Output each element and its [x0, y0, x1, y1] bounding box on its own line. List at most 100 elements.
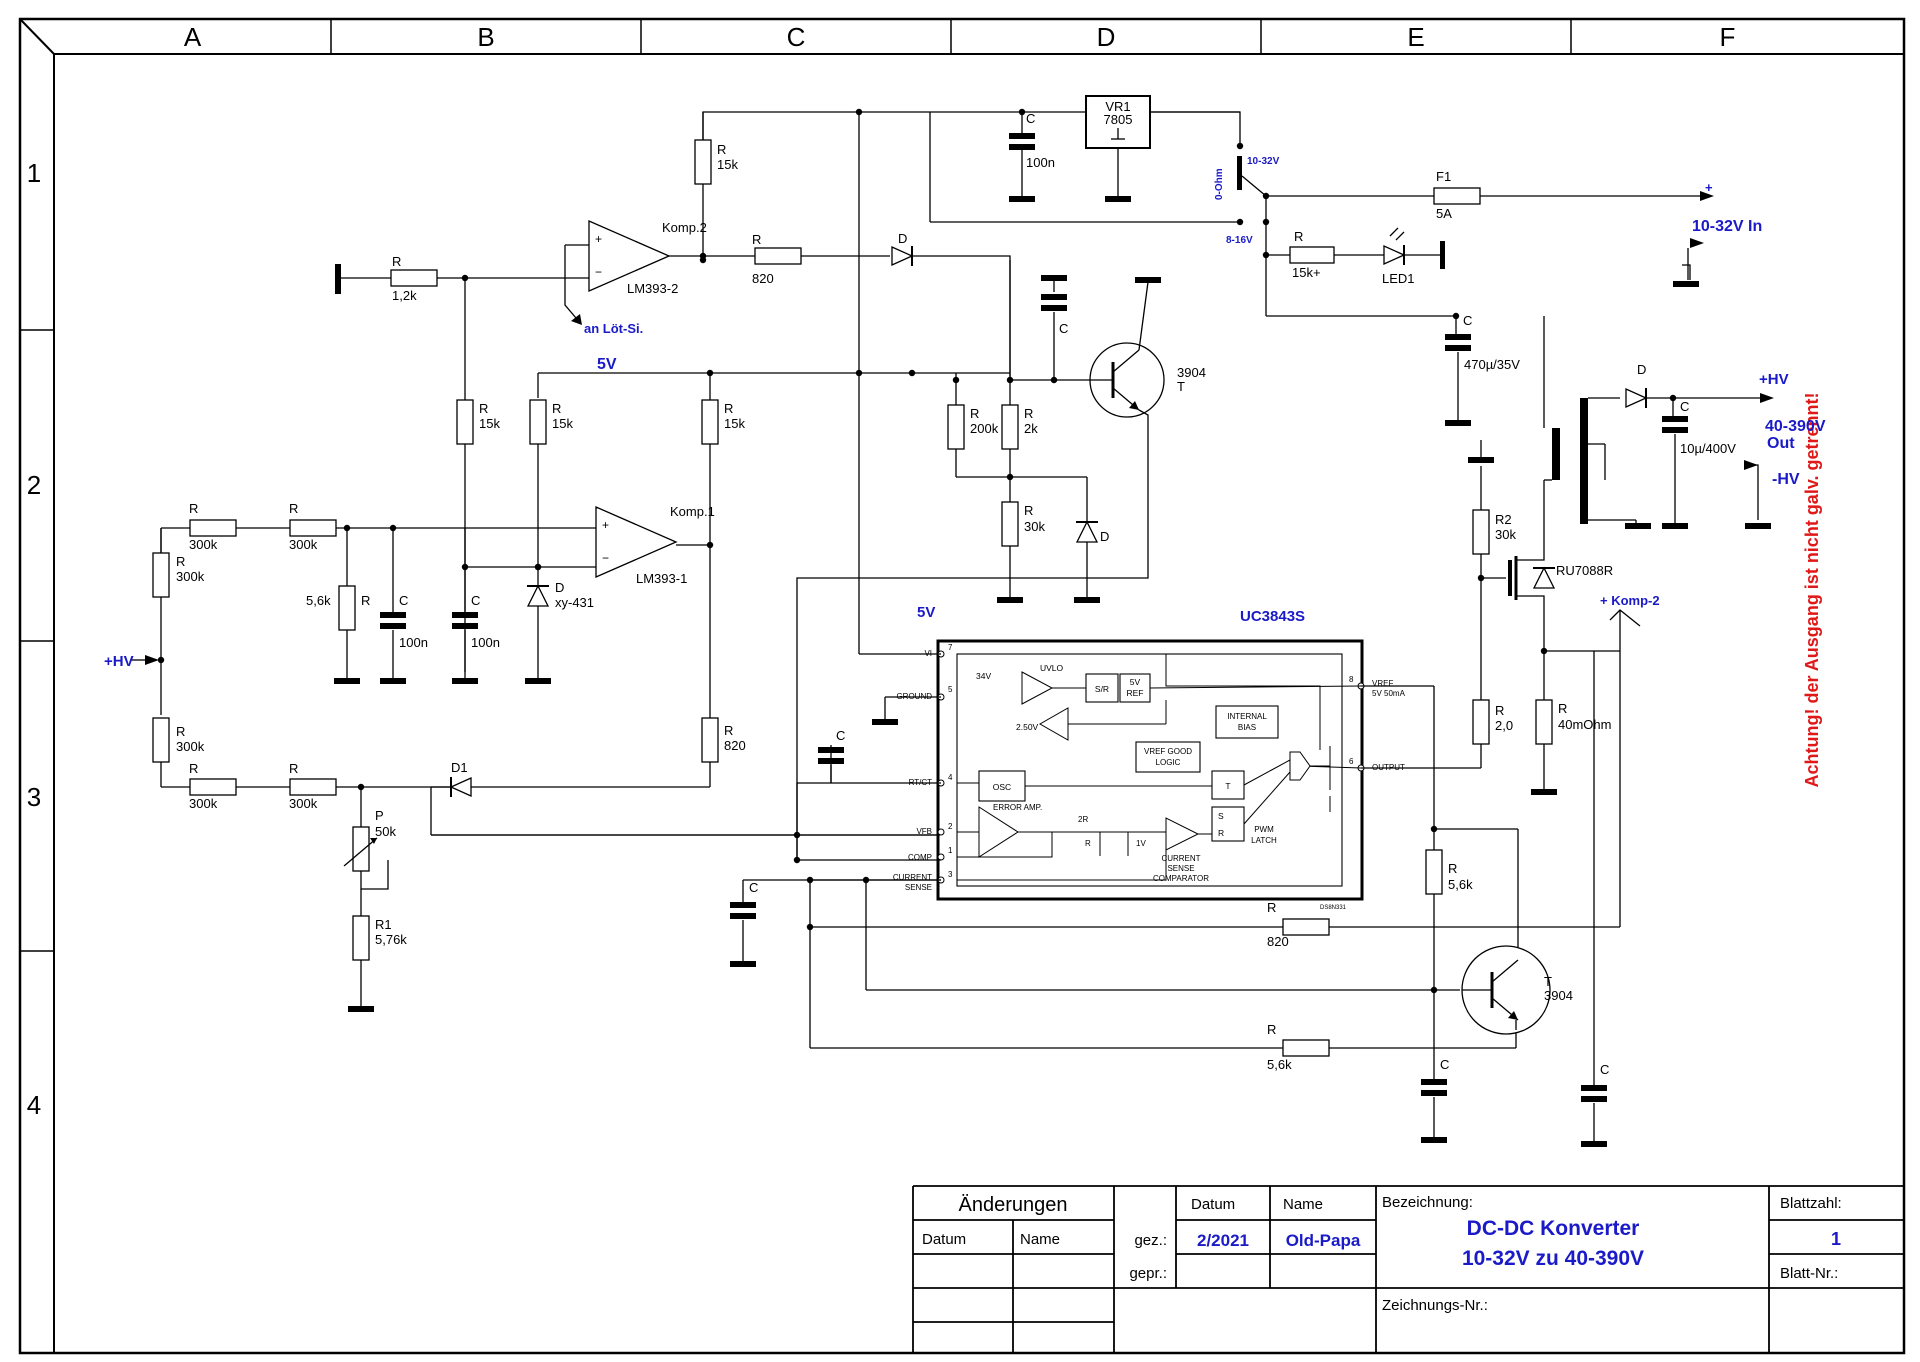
label: T — [1177, 379, 1185, 394]
cs-comp-label-3: COMPARATOR — [1153, 874, 1209, 883]
ground-symbol — [348, 1006, 374, 1012]
label: R — [392, 254, 401, 269]
pin-2: 2 — [948, 822, 953, 831]
internal-bias-label: INTERNAL — [1227, 712, 1267, 721]
label: R — [1558, 701, 1567, 716]
drawing-title-line2: 10-32V zu 40-390V — [1462, 1247, 1644, 1270]
junction-dot — [806, 923, 814, 931]
label: C — [399, 593, 408, 608]
minus-hv-stem — [1750, 464, 1759, 520]
label: RU7088R — [1556, 563, 1613, 578]
label: R — [1267, 900, 1276, 915]
designation-label: Bezeichnung: — [1382, 1194, 1473, 1211]
ic-vref-line — [1149, 685, 1362, 689]
gepr-label: gepr.: — [1129, 1265, 1167, 1282]
label: D1 — [451, 760, 468, 775]
c-10u — [1662, 416, 1688, 422]
hv-out-label: +HV — [1759, 371, 1789, 388]
label: C — [1680, 399, 1689, 414]
ref-5v-label: 5V — [1130, 677, 1141, 687]
c-transistor-plate — [1041, 305, 1067, 311]
c-bottom-a-plate — [1421, 1090, 1447, 1096]
label: R — [289, 501, 298, 516]
row-label: 3 — [27, 782, 41, 812]
ic-vi-rail — [957, 653, 1321, 750]
label: C — [471, 593, 480, 608]
output-gate — [1289, 751, 1311, 781]
pin-cs-label: CURRENT — [893, 873, 932, 882]
r-15k-a — [529, 399, 547, 445]
cs-comp-label: CURRENT — [1161, 854, 1200, 863]
wire — [343, 837, 378, 867]
label: C — [1463, 313, 1472, 328]
junction-dot — [1669, 394, 1677, 402]
label: R — [1448, 861, 1457, 876]
latch-r-label: R — [1218, 828, 1224, 838]
komp2-label: + Komp-2 — [1600, 593, 1660, 608]
label: 820 — [724, 738, 746, 753]
r1-5-76k — [352, 915, 370, 961]
an-lot-si-label: an Löt-Si. — [584, 321, 643, 336]
label: 300k — [176, 569, 205, 584]
datum-header: Datum — [1191, 1196, 1235, 1213]
label: 30k — [1024, 519, 1045, 534]
diode-xy431 — [526, 584, 550, 607]
label: R — [552, 401, 561, 416]
1v-label: 1V — [1136, 839, 1146, 848]
r-15k-b — [456, 399, 474, 445]
c-current-sense — [730, 902, 756, 908]
r-820-mid — [701, 717, 719, 763]
r-2k — [1001, 404, 1019, 450]
label: 5,6k — [1448, 877, 1473, 892]
c-bottom-a — [1421, 1079, 1447, 1085]
ground-symbol — [380, 678, 406, 684]
wire — [1243, 759, 1291, 786]
label: 15k+ — [1292, 265, 1321, 280]
label: LM393-2 — [627, 281, 678, 296]
svg-text:−: − — [595, 265, 602, 279]
uvlo-block — [1021, 671, 1054, 705]
column-label: C — [787, 22, 806, 52]
in-arrow-stem — [1682, 264, 1691, 280]
hv-in-label: +HV — [104, 653, 134, 670]
c-100n-a — [380, 612, 406, 618]
sr-block — [1085, 673, 1119, 703]
wire — [1389, 227, 1399, 237]
error-amp-label: ERROR AMP. — [993, 803, 1042, 812]
label: R2 — [1495, 512, 1512, 527]
osc-label: OSC — [993, 782, 1011, 792]
pin-7: 7 — [948, 643, 953, 652]
r-300k-3 — [152, 552, 170, 598]
changes-name-header: Name — [1020, 1231, 1060, 1248]
label: R — [1024, 406, 1033, 421]
c-10u-plate — [1662, 427, 1688, 433]
gez-date: 2/2021 — [1197, 1231, 1249, 1250]
label: 100n — [399, 635, 428, 650]
r-40mohm — [1535, 699, 1553, 745]
row-label: 2 — [27, 470, 41, 500]
vref-good-label: VREF GOOD — [1144, 747, 1192, 756]
ground-symbol — [1673, 281, 1699, 287]
changes-heading: Änderungen — [959, 1194, 1068, 1216]
label: R — [1294, 229, 1303, 244]
label: R — [479, 401, 488, 416]
sr-latch — [1211, 806, 1245, 842]
input-switch — [1237, 156, 1242, 190]
diode-30k — [1075, 520, 1099, 543]
hv-in-arrow — [145, 655, 159, 665]
hv-out-arrow — [1760, 393, 1774, 403]
junction-dot — [1050, 376, 1058, 384]
label: xy-431 — [555, 595, 594, 610]
label: 5,76k — [375, 932, 407, 947]
label: 300k — [189, 537, 218, 552]
svg-text:+: + — [602, 518, 609, 532]
fuse-f1 — [1433, 187, 1481, 205]
column-label: A — [184, 22, 202, 52]
junction-dot — [793, 856, 801, 864]
ground-symbol — [1745, 523, 1771, 529]
label: D — [1637, 362, 1646, 377]
r-12k — [390, 269, 438, 287]
vr1-type: 7805 — [1104, 112, 1133, 127]
r-15k-c — [701, 399, 719, 445]
